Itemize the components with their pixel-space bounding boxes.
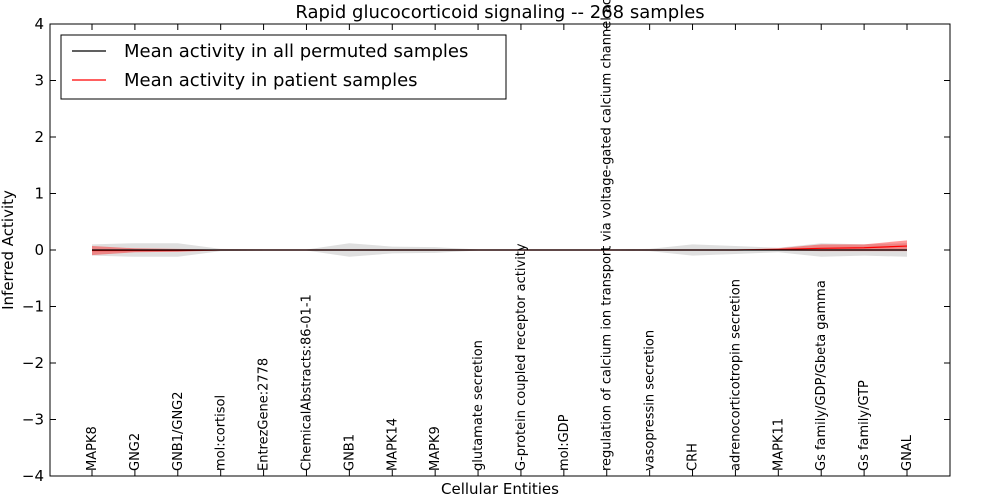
x-category-label: MAPK9 xyxy=(428,426,443,471)
y-tick-label: 3 xyxy=(34,72,44,90)
x-category-label: G-protein coupled receptor activity xyxy=(514,243,529,471)
x-category-label: EntrezGene:2778 xyxy=(257,358,272,471)
x-axis xyxy=(91,24,908,476)
y-tick-label: −4 xyxy=(22,467,44,485)
x-category-label: adrenocorticotropin secretion xyxy=(728,279,743,471)
x-category-label: CRH xyxy=(686,443,701,471)
y-tick-label: 2 xyxy=(34,128,44,146)
y-tick-label: −1 xyxy=(22,298,44,316)
confidence-bands xyxy=(92,240,907,257)
x-category-label: regulation of calcium ion transport via … xyxy=(600,0,615,471)
x-category-label: MAPK8 xyxy=(85,426,100,471)
legend-box xyxy=(60,34,507,100)
x-category-label: GNG2 xyxy=(128,433,143,471)
y-tick-label: −2 xyxy=(22,354,44,372)
plot-frame xyxy=(49,23,951,477)
x-category-label: GNB1 xyxy=(342,434,357,471)
y-tick-label: 0 xyxy=(34,241,44,259)
x-category-label: vasopressin secretion xyxy=(643,330,658,471)
x-category-label: mol:cortisol xyxy=(214,395,229,471)
y-axis-label: Inferred Activity xyxy=(0,190,17,310)
y-tick-label: −3 xyxy=(22,411,44,429)
x-category-label: Gs family/GTP xyxy=(857,380,872,471)
x-category-label: Gs family/GDP/Gbeta gamma xyxy=(814,280,829,471)
category-labels: MAPK8 GNG2 GNB1/GNG2 mol:cortisol EntrezGene… xyxy=(85,0,915,471)
chart-title: Rapid glucocorticoid signaling -- 268 sa… xyxy=(295,2,704,23)
x-category-label: ChemicalAbstracts:86-01-1 xyxy=(299,294,314,471)
x-category-label: MAPK14 xyxy=(385,418,400,471)
series-lines xyxy=(92,245,908,252)
y-axis: 4 3 2 1 0 −1 −2 −3 −4 xyxy=(22,15,950,485)
y-tick-label: 4 xyxy=(34,15,44,33)
x-category-label: mol:GDP xyxy=(557,414,572,471)
x-category-label: MAPK11 xyxy=(771,418,786,471)
y-tick-label: 1 xyxy=(34,185,44,203)
legend: Mean activity in all permuted samples Me… xyxy=(60,34,507,100)
x-category-label: GNB1/GNG2 xyxy=(171,391,186,471)
x-category-label: GNAL xyxy=(900,434,915,471)
x-category-label: glutamate secretion xyxy=(471,340,486,471)
x-axis-label: Cellular Entities xyxy=(441,480,559,498)
legend-label-patient: Mean activity in patient samples xyxy=(124,70,418,91)
legend-label-permuted: Mean activity in all permuted samples xyxy=(124,41,468,62)
